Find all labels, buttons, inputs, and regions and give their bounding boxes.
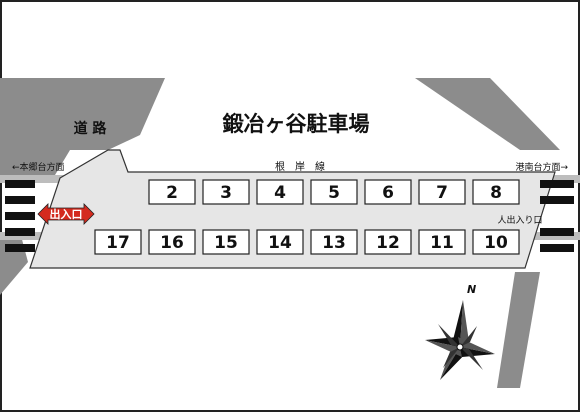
parking-space: 10: [472, 229, 520, 255]
space-number: 3: [220, 183, 232, 203]
space-number: 2: [166, 183, 178, 203]
space-number: 13: [322, 233, 346, 253]
space-number: 7: [436, 183, 448, 203]
parking-space: 15: [202, 229, 250, 255]
rail-tracks-left: [5, 180, 35, 252]
space-number: 17: [106, 233, 130, 253]
parking-space: 6: [364, 179, 412, 205]
parking-space: 16: [148, 229, 196, 255]
direction-right-label: 港南台方面→: [515, 161, 568, 173]
space-number: 16: [160, 233, 184, 253]
map-title: 鍛冶ヶ谷駐車場: [223, 112, 370, 136]
space-number: 10: [484, 233, 508, 253]
parking-space: 14: [256, 229, 304, 255]
space-number: 15: [214, 233, 238, 253]
rail-tracks-right: [540, 180, 574, 252]
space-number: 4: [274, 183, 286, 203]
parking-space: 11: [418, 229, 466, 255]
parking-space: 8: [472, 179, 520, 205]
parking-space: 7: [418, 179, 466, 205]
space-number: 8: [490, 183, 502, 203]
space-number: 6: [382, 183, 394, 203]
north-compass: N: [425, 283, 495, 380]
parking-space: 17: [94, 229, 142, 255]
space-number: 5: [328, 183, 340, 203]
compass-rose-icon: [425, 300, 495, 380]
north-label: N: [467, 283, 476, 296]
entrance-label: 出入口: [50, 207, 83, 221]
road-left: [0, 78, 165, 175]
parking-space: 3: [202, 179, 250, 205]
rail-line-label: 根 岸 線: [275, 160, 325, 173]
pedestrian-entrance-label: 人出入り口: [497, 214, 542, 226]
space-number: 12: [376, 233, 400, 253]
road-right-lower: [497, 272, 540, 388]
direction-left-label: ←本郷台方面: [12, 161, 65, 173]
space-number: 11: [430, 233, 454, 253]
spaces-top-row: 2 3 4 5 6 7 8: [148, 179, 520, 205]
parking-space: 12: [364, 229, 412, 255]
entrance-arrow-icon: [37, 203, 95, 225]
parking-space: 5: [310, 179, 358, 205]
spaces-bottom-row: 17 16 15 14 13 12 11 10: [94, 229, 520, 255]
road-right-upper: [415, 78, 560, 150]
parking-space: 13: [310, 229, 358, 255]
road-label: 道 路: [74, 120, 108, 137]
parking-space: 4: [256, 179, 304, 205]
vehicle-entrance: 出入口: [37, 203, 95, 225]
parking-space: 2: [148, 179, 196, 205]
space-number: 14: [268, 233, 292, 253]
